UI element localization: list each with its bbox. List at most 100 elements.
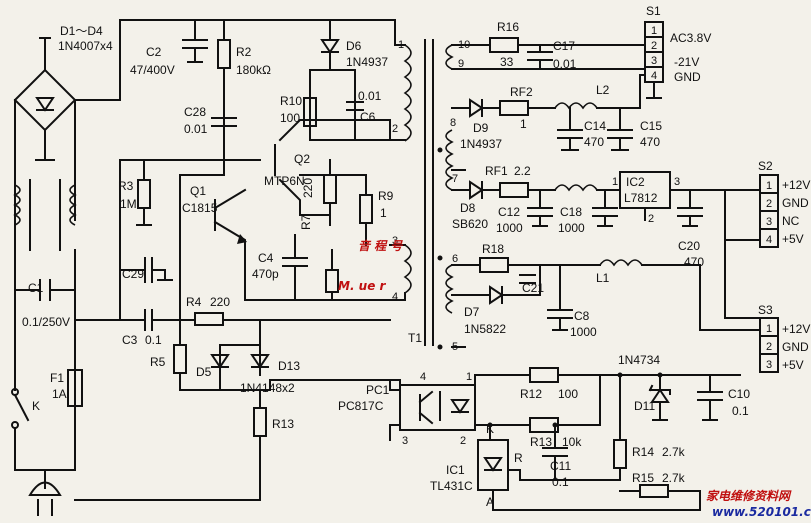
label-r15-ref: R15 [632, 471, 654, 485]
label-s1-ac: AC3.8V [670, 31, 711, 45]
pin-pc1-2: 2 [460, 435, 466, 447]
label-r14-ref: R14 [632, 445, 654, 459]
label-r13b-ref: R13 [530, 435, 552, 449]
label-zener-val: 1N4734 [618, 353, 660, 367]
secondary-s1 [451, 21, 664, 171]
pin-t1-1: 1 [398, 39, 404, 51]
hv-bus [74, 19, 396, 161]
label-d11-ref: D11 [634, 399, 655, 413]
pin-t1-6: 6 [452, 253, 458, 265]
mains-input [11, 37, 83, 516]
label-c3-val: 0.1 [145, 333, 162, 347]
watermarks: 音 程 号 M. ue r 家电维修资料网 www.520101.com [338, 239, 811, 519]
label-r3-val: 1M [120, 197, 137, 211]
pin-s3-1: 1 [766, 323, 772, 335]
label-r2-val: 180kΩ [236, 63, 271, 77]
label-r4-ref: R4 [186, 295, 202, 309]
pin-t1-10: 10 [458, 39, 470, 51]
label-r13b-val: 10k [562, 435, 582, 449]
component-labels: D1～D4 1N4007x4 C2 47/400V R2 180kΩ D6 1N… [22, 4, 810, 509]
pin-s2-1: 1 [766, 180, 772, 192]
label-c4-val: 470p [252, 267, 279, 281]
label-c1-ref: C1 [28, 281, 44, 295]
label-ic1-a: A [486, 495, 494, 509]
label-c18-ref: C18 [560, 205, 582, 219]
pin-t1-9: 9 [458, 58, 464, 70]
label-s2-5v: +5V [782, 232, 804, 246]
pin-t1-3: 3 [392, 235, 398, 247]
label-r7-val: 220 [301, 178, 315, 198]
pin-s1-1: 1 [651, 25, 657, 37]
label-c2-ref: C2 [146, 45, 162, 59]
pin-s1-2: 2 [651, 40, 657, 52]
label-d8-val: SB620 [452, 217, 488, 231]
label-c18-val: 1000 [558, 221, 585, 235]
label-c20-ref: C20 [678, 239, 700, 253]
label-ic2-ref: IC2 [626, 175, 645, 189]
label-c17-val: 0.01 [553, 57, 577, 71]
label-d9-val: 1N4937 [460, 137, 502, 151]
label-d5-ref: D5 [196, 365, 212, 379]
pin-t1-2: 2 [392, 123, 398, 135]
label-bridge-ref: D1～D4 [60, 24, 103, 38]
label-l2-ref: L2 [596, 83, 610, 97]
label-s2-nc: NC [782, 214, 800, 228]
label-c12-ref: C12 [498, 205, 520, 219]
pin-pc1-4: 4 [420, 371, 426, 383]
label-c10-val: 0.1 [732, 404, 749, 418]
label-r14-val: 2.7k [662, 445, 686, 459]
label-r13-ref: R13 [272, 417, 294, 431]
label-s2-12v: +12V [782, 178, 810, 192]
label-s1-ref: S1 [646, 4, 661, 18]
label-c1-val: 0.1/250V [22, 315, 70, 329]
label-c10-ref: C10 [728, 387, 750, 401]
pin-s2-4: 4 [766, 234, 772, 246]
label-s1-neg21: -21V [674, 55, 699, 69]
pin-s2-2: 2 [766, 198, 772, 210]
label-l1-ref: L1 [596, 271, 610, 285]
label-r18-ref: R18 [482, 242, 504, 256]
label-c20-val: 470 [684, 255, 704, 269]
label-q2-ref: Q2 [294, 152, 310, 166]
label-c2-val: 47/400V [130, 63, 175, 77]
label-c11-val: 0.1 [552, 475, 569, 489]
label-r10-val: 100 [280, 111, 300, 125]
label-c3-ref: C3 [122, 333, 138, 347]
label-r9-ref: R9 [378, 189, 394, 203]
label-r16-val: 33 [500, 55, 514, 69]
label-s3-ref: S3 [758, 303, 773, 317]
label-c6-val: 0.01 [358, 89, 382, 103]
label-s3-12v: +12V [782, 322, 810, 336]
pin-t1-5: 5 [452, 341, 458, 353]
label-q1-ref: Q1 [190, 184, 206, 198]
label-r7-ref: R7 [299, 214, 313, 230]
label-d6-ref: D6 [346, 39, 362, 53]
pin-s3-2: 2 [766, 341, 772, 353]
label-r16-ref: R16 [497, 20, 519, 34]
label-ic1-ref: IC1 [446, 463, 465, 477]
label-ic1-k: K [486, 422, 494, 436]
pin-pc1-3: 3 [402, 435, 408, 447]
stamp-text-2: M. ue r [338, 279, 387, 293]
label-f1-ref: F1 [50, 371, 64, 385]
label-ic2-val: L7812 [624, 191, 658, 205]
label-r10-ref: R10 [280, 94, 302, 108]
secondary-5v [451, 239, 779, 373]
label-s2-ref: S2 [758, 159, 773, 173]
label-r2-ref: R2 [236, 45, 252, 59]
pin-t1-4: 4 [392, 291, 398, 303]
label-r15-val: 2.7k [662, 471, 686, 485]
label-t1: T1 [408, 331, 422, 345]
pin-ic2-2: 2 [648, 213, 654, 225]
pin-s2-3: 3 [766, 216, 772, 228]
label-r12-ref: R12 [520, 387, 542, 401]
label-s3-5v: +5V [782, 358, 804, 372]
label-rf2-val: 1 [520, 117, 527, 131]
label-d9-ref: D9 [473, 121, 489, 135]
label-ic1-r: R [514, 451, 523, 465]
watermark-cn: 家电维修资料网 [706, 489, 792, 503]
label-c6-ref: C6 [360, 110, 376, 124]
label-ic1-val: TL431C [430, 479, 473, 493]
label-d8-ref: D8 [460, 201, 476, 215]
